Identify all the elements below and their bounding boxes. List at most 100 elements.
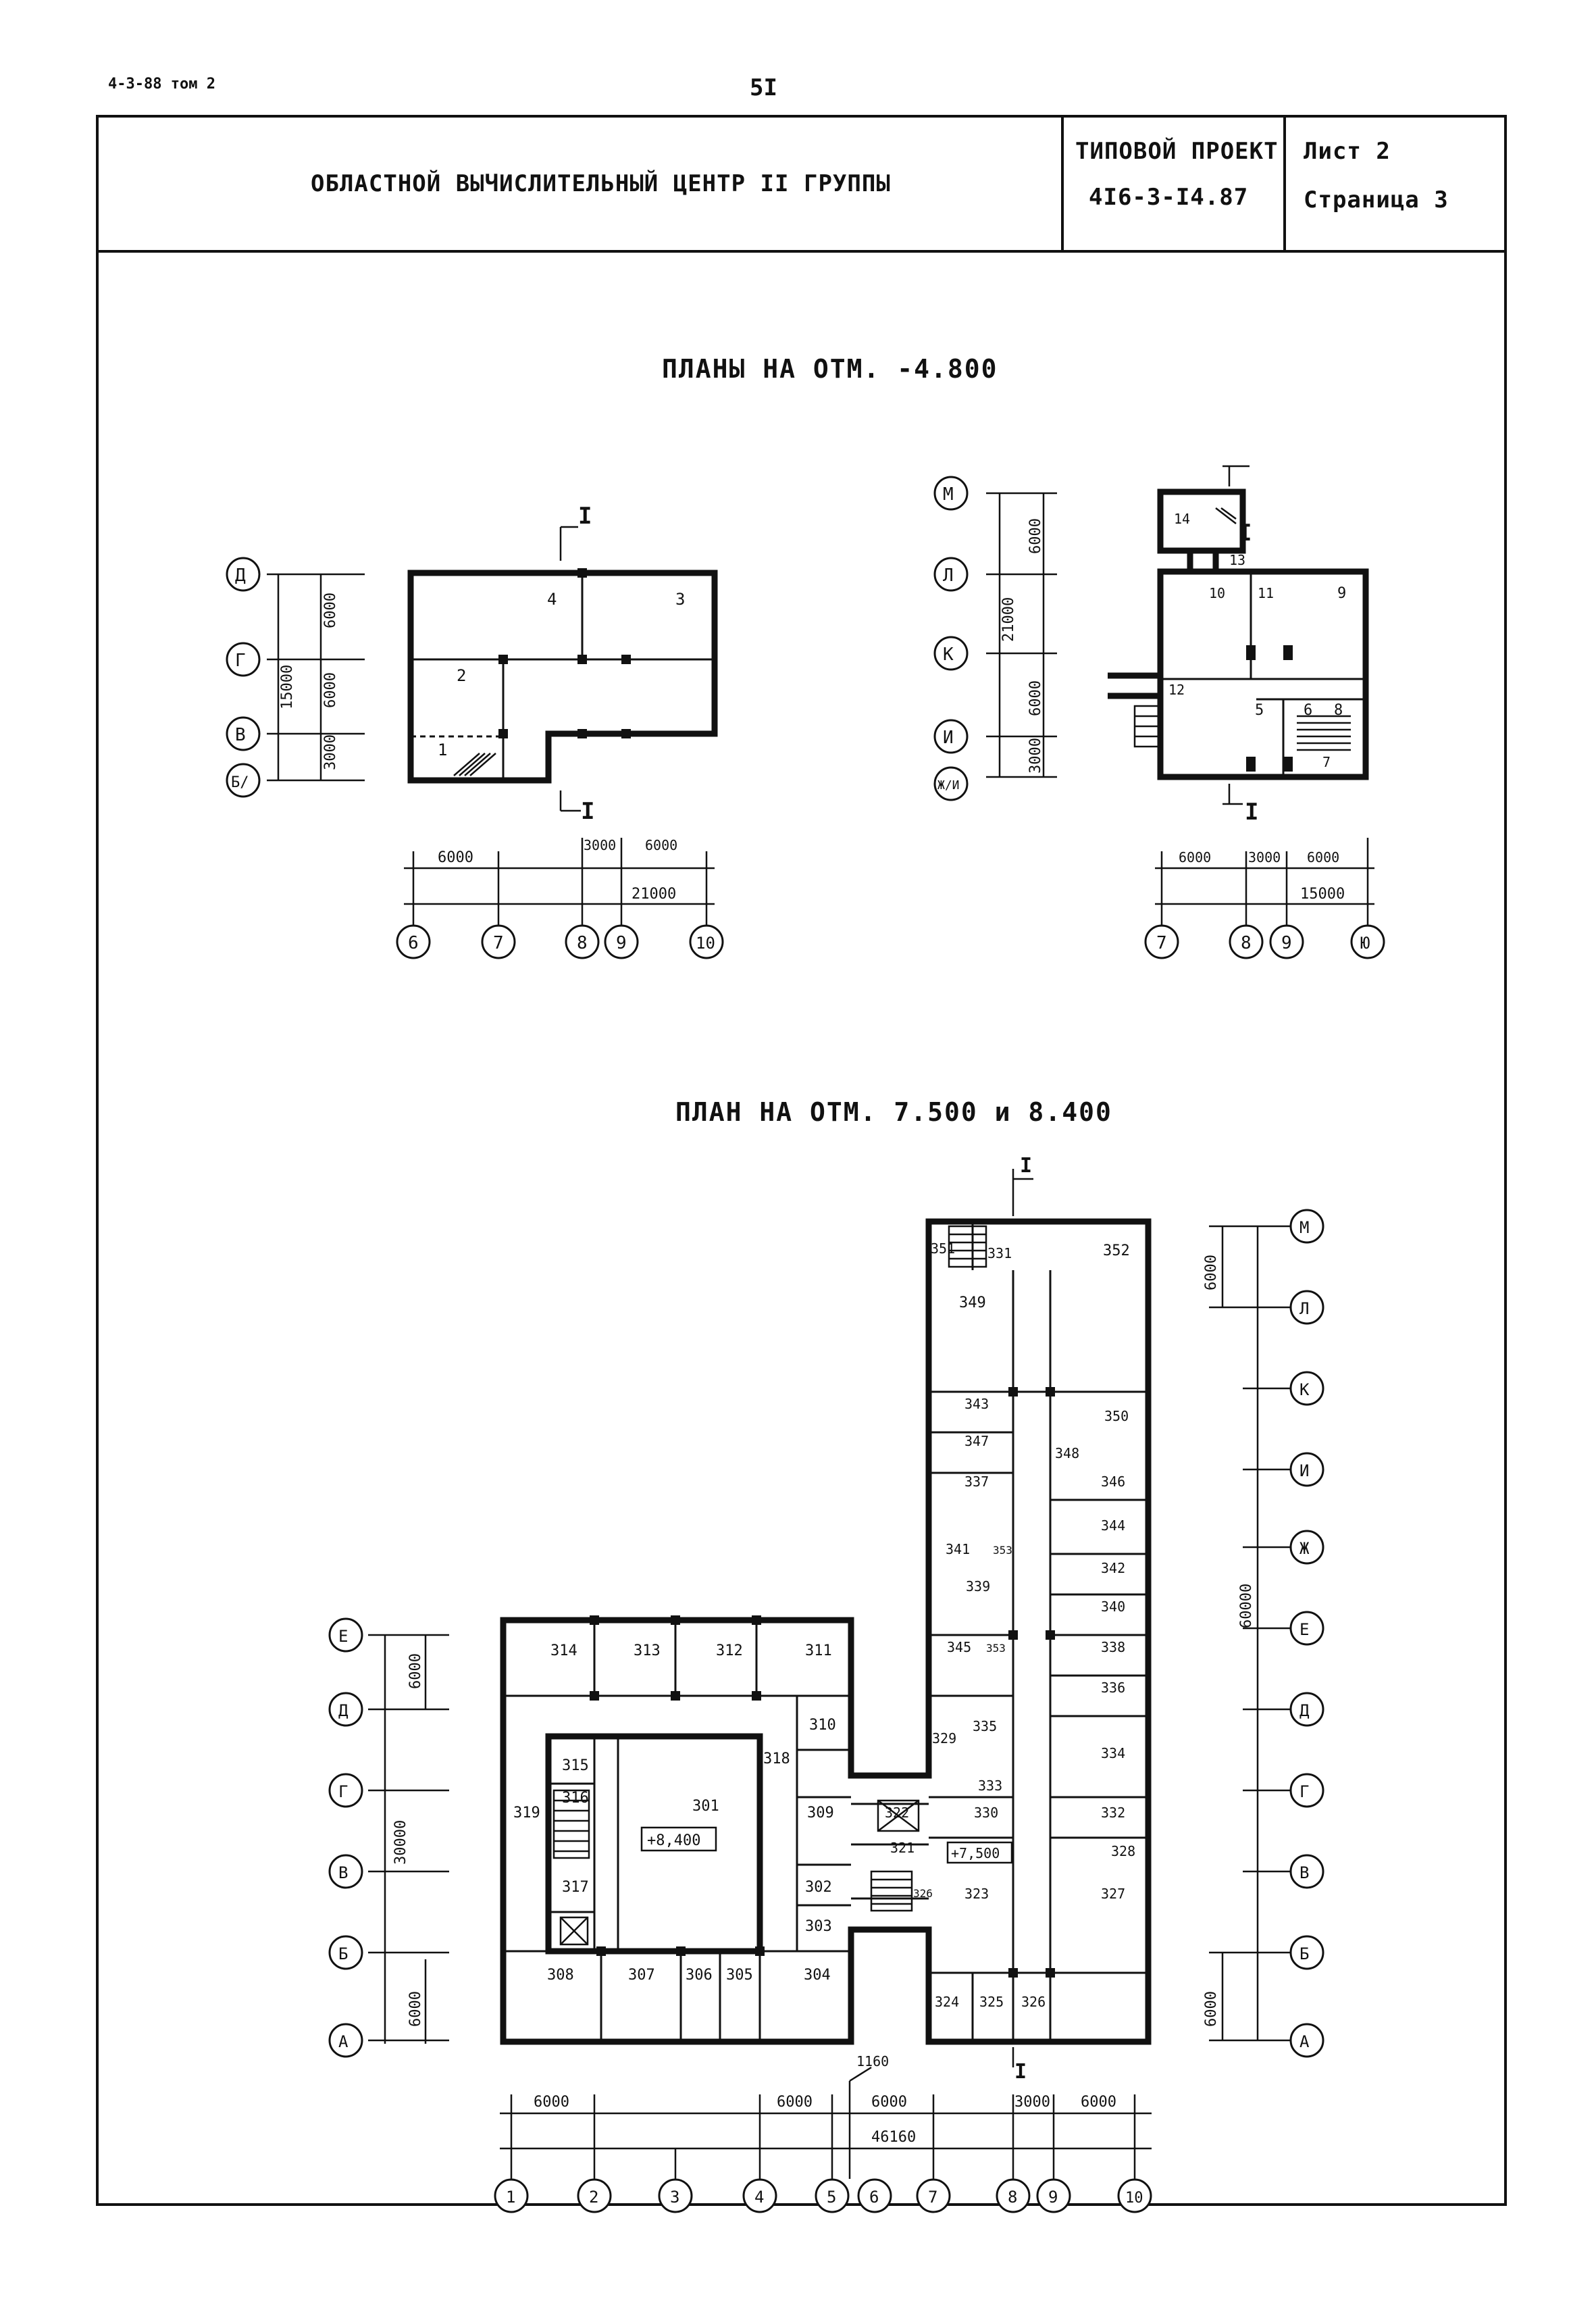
dim-text: 3000 — [1014, 2094, 1050, 2111]
room-label: 337 — [964, 1474, 989, 1490]
axis-bubbles-top-right-rows: М Л К И Ж/И — [933, 476, 969, 801]
dim-text: 6000 — [1179, 849, 1211, 865]
room-label: 2 — [457, 666, 466, 685]
room-label: 349 — [959, 1294, 986, 1311]
room-label: 310 — [809, 1717, 836, 1734]
axis-label: 2 — [589, 2188, 598, 2207]
room-label: 350 — [1104, 1408, 1129, 1424]
room-label: 316 — [562, 1790, 589, 1807]
level-box-upper — [640, 1826, 717, 1852]
dim-text: 6000 — [1307, 849, 1339, 865]
title-block-divider-2 — [1283, 115, 1286, 253]
room-label: 322 — [885, 1805, 909, 1821]
axis-label: 7 — [1156, 933, 1167, 953]
room-label: 328 — [1111, 1843, 1135, 1859]
axis-label: 9 — [616, 933, 627, 953]
axis-label: 10 — [1125, 2190, 1143, 2207]
room-label: 346 — [1101, 1474, 1125, 1490]
room-label: 351 — [931, 1240, 955, 1257]
axis-label: 4 — [754, 2188, 764, 2207]
axis-label: М — [1299, 1218, 1309, 1237]
axis-label: В — [338, 1863, 348, 1882]
level-box-lower — [946, 1841, 1013, 1864]
axis-label: В — [235, 725, 246, 745]
room-label: 342 — [1101, 1560, 1125, 1576]
room-label: 319 — [513, 1805, 540, 1821]
sheet-frame — [96, 115, 1507, 2206]
room-label: 326 — [1021, 1994, 1046, 2010]
title-block-divider-1 — [1061, 115, 1064, 253]
axis-label: Е — [338, 1627, 348, 1646]
room-label: 324 — [935, 1994, 959, 2010]
axis-label: 7 — [493, 933, 504, 953]
room-label: 339 — [966, 1578, 990, 1594]
axis-label: 9 — [1281, 933, 1292, 953]
section-mark-top-left: I — [578, 503, 592, 530]
axis-label: Г — [235, 651, 246, 671]
plan-bottom-outline — [500, 1218, 1152, 2045]
section-mark-bottom-top: I — [1020, 1154, 1032, 1178]
room-label: 333 — [978, 1778, 1002, 1794]
axis-label: 8 — [577, 933, 588, 953]
room-label: 336 — [1101, 1680, 1125, 1696]
room-label: 304 — [804, 1967, 831, 1984]
section-mark-top-left-bottom: I — [581, 798, 594, 825]
plan-top-right-lower-outline — [1157, 568, 1369, 780]
room-label: 311 — [805, 1642, 832, 1659]
room-label: 3 — [675, 590, 685, 609]
axis-bubbles-bottom-right: М Л К И Ж Е Д Г В Б А — [1289, 1209, 1324, 2058]
dim-text: 6000 — [438, 849, 473, 866]
plan-top-left: I I 1 2 3 4 6000 6000 3000 15000 Д Г В Б… — [226, 503, 724, 959]
room-label: 348 — [1055, 1445, 1079, 1461]
axis-label: Ж/И — [937, 778, 960, 793]
room-label: 329 — [932, 1730, 956, 1746]
axis-label: Г — [1299, 1782, 1309, 1801]
dim-total: 15000 — [1300, 886, 1345, 903]
axis-label: Д — [338, 1701, 349, 1720]
room-label: 312 — [716, 1642, 743, 1659]
project-label: ТИПОВОЙ ПРОЕКТ — [1075, 138, 1279, 165]
axis-label: 6 — [408, 933, 419, 953]
axis-label: 6 — [869, 2188, 879, 2207]
axis-bubbles-bottom-cols: 1 2 3 4 5 6 7 8 9 10 — [494, 2178, 1152, 2213]
room-label: 343 — [964, 1396, 989, 1412]
title-block-bottom-rule — [96, 250, 1507, 253]
room-label: 326 — [913, 1887, 933, 1900]
axis-label: 7 — [928, 2188, 937, 2207]
dim-text: 30000 — [392, 1820, 409, 1865]
room-label: 327 — [1101, 1886, 1125, 1902]
axis-label: 5 — [827, 2188, 836, 2207]
room-label: 353 — [986, 1642, 1006, 1655]
axis-label: И — [1299, 1461, 1309, 1480]
dim-text: 6000 — [1027, 518, 1044, 554]
axis-label: Е — [1299, 1620, 1309, 1639]
level-mark: +7,500 — [951, 1845, 1000, 1861]
dim-text: 6000 — [645, 837, 677, 853]
room-label: 305 — [726, 1967, 753, 1984]
plan-top-heading: ПЛАНЫ НА ОТМ. -4.800 — [662, 354, 998, 384]
page-label: Страница 3 — [1304, 186, 1449, 213]
room-label: 306 — [686, 1967, 713, 1984]
dim-total: 21000 — [1000, 597, 1017, 642]
dim-text: 3000 — [584, 837, 616, 853]
room-label: 341 — [946, 1541, 970, 1557]
axis-bubbles-top-left-cols: 6 7 8 9 10 — [396, 924, 724, 959]
dim-text: 6000 — [1081, 2094, 1116, 2111]
axis-label: 3 — [670, 2188, 679, 2207]
room-label: 347 — [964, 1433, 989, 1449]
axis-bubbles-top-left-rows: Д Г В Б/ — [226, 557, 261, 798]
axis-label: Д — [235, 565, 246, 586]
room-label: 318 — [763, 1751, 790, 1767]
page-number: 5I — [750, 74, 777, 101]
room-label: 308 — [547, 1967, 574, 1984]
dim-text: 6000 — [407, 1991, 424, 2027]
room-label: 323 — [964, 1886, 989, 1902]
room-label: 303 — [805, 1918, 832, 1935]
axis-bubbles-bottom-left: Е Д Г В Б А — [328, 1617, 363, 2058]
axis-label: И — [943, 728, 954, 748]
room-label: 315 — [562, 1757, 589, 1774]
room-label: 338 — [1101, 1639, 1125, 1655]
room-label: 353 — [993, 1544, 1012, 1557]
room-label: 9 — [1337, 585, 1346, 602]
